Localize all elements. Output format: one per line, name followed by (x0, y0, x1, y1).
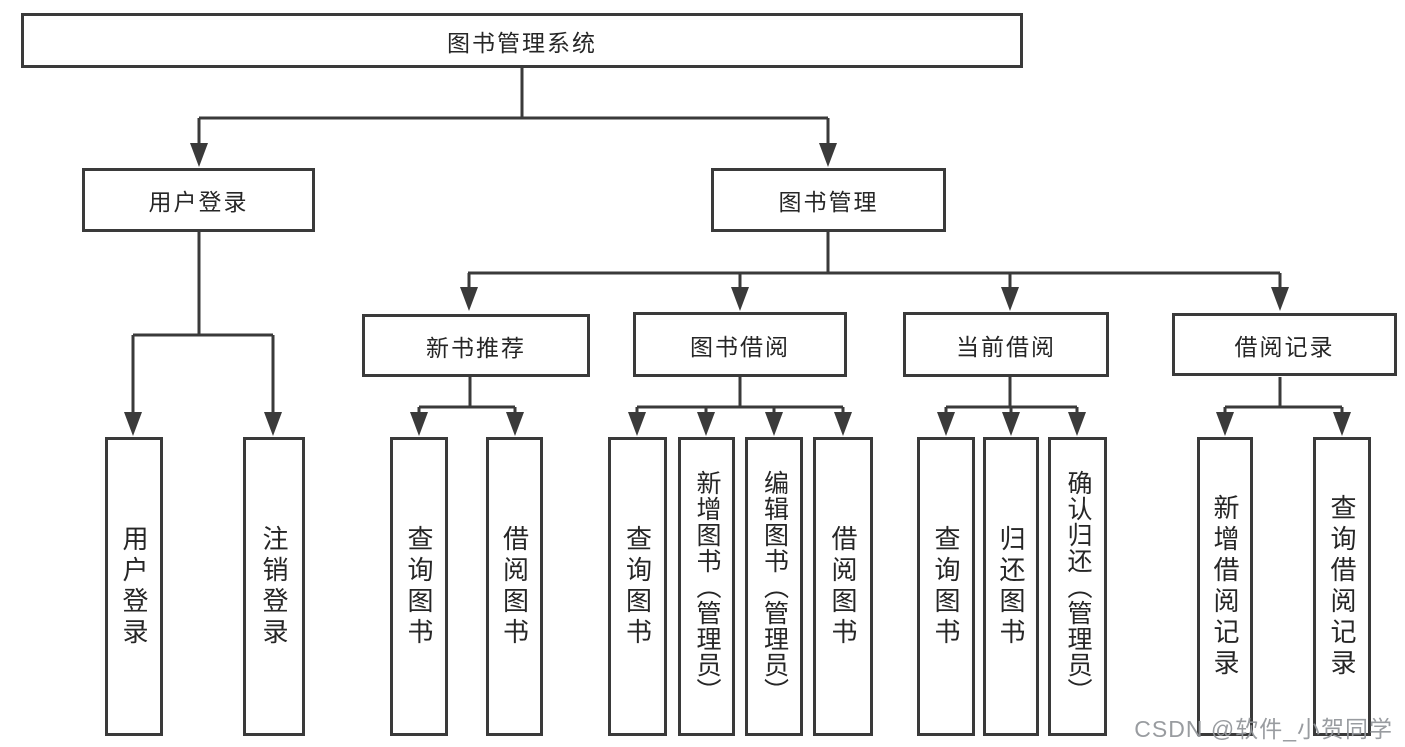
node-label: 注销登录 (259, 524, 289, 649)
node-label: 借阅记录 (1234, 333, 1335, 360)
leaf-user-login: 用户登录 (105, 437, 163, 736)
node-label: 编辑图书（管理员） (760, 469, 789, 704)
node-label: 新增借阅记录 (1210, 493, 1240, 680)
node-label: 查询图书 (931, 524, 961, 649)
node-book-management: 图书管理 (711, 168, 946, 232)
leaf-confirm-return-admin: 确认归还（管理员） (1048, 437, 1107, 736)
leaf-query-borrow-record: 查询借阅记录 (1313, 437, 1371, 736)
leaf-query-books: 查询图书 (390, 437, 448, 736)
node-label: 确认归还（管理员） (1064, 469, 1092, 704)
node-book-borrowing: 图书借阅 (633, 312, 847, 377)
leaf-edit-books-admin: 编辑图书（管理员） (745, 437, 803, 736)
node-label: 用户登录 (119, 524, 149, 649)
node-label: 新书推荐 (426, 334, 526, 361)
node-label: 图书借阅 (690, 333, 790, 360)
node-label: 查询图书 (622, 524, 653, 649)
node-label: 图书管理系统 (447, 29, 597, 56)
node-label: 借阅图书 (499, 524, 530, 649)
node-label: 借阅图书 (828, 524, 858, 649)
leaf-add-books-admin: 新增图书（管理员） (678, 437, 735, 736)
leaf-return-books: 归还图书 (983, 437, 1039, 736)
node-label: 查询借阅记录 (1327, 493, 1357, 680)
node-label: 查询图书 (404, 524, 434, 649)
leaf-logout: 注销登录 (243, 437, 305, 736)
leaf-query-books: 查询图书 (917, 437, 975, 736)
leaf-add-borrow-record: 新增借阅记录 (1197, 437, 1253, 736)
node-label: 当前借阅 (956, 333, 1056, 360)
node-label: 新增图书（管理员） (693, 469, 721, 704)
node-user-login: 用户登录 (82, 168, 315, 232)
node-label: 图书管理 (778, 189, 879, 215)
leaf-borrow-books: 借阅图书 (813, 437, 873, 736)
node-current-borrowing: 当前借阅 (903, 312, 1109, 377)
leaf-borrow-books: 借阅图书 (486, 437, 543, 736)
leaf-query-books: 查询图书 (608, 437, 667, 736)
node-root-library-system: 图书管理系统 (21, 13, 1023, 68)
csdn-watermark: CSDN @软件_小贺同学 (1134, 716, 1393, 742)
node-new-book-recommend: 新书推荐 (362, 314, 590, 377)
node-borrowing-records: 借阅记录 (1172, 313, 1397, 376)
node-label: 用户登录 (148, 189, 249, 215)
node-label: 归还图书 (996, 524, 1026, 649)
